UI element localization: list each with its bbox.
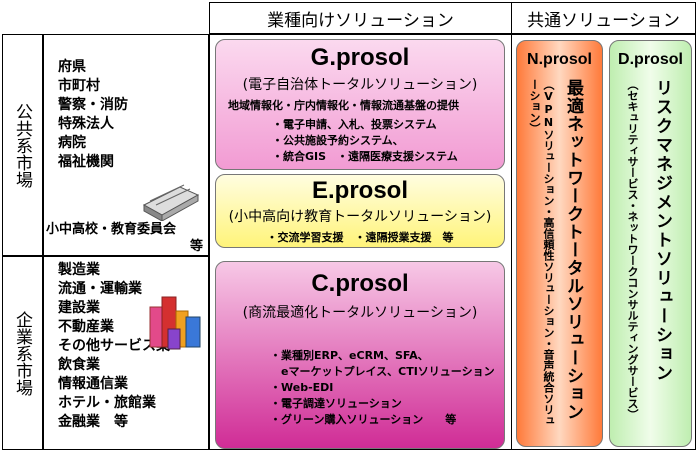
e-prosol-card: E.prosol (小中高向け教育トータルソリューション) ・交流学習支援 ・遠…: [215, 174, 505, 248]
c-prosol-bullet: ・業種別ERP、eCRM、SFA、: [270, 349, 429, 362]
g-prosol-line: 地域情報化・庁内情報化・情報流通基盤の提供: [228, 99, 459, 112]
c-prosol-name: C.prosol: [311, 270, 409, 297]
public-item: 警察・消防: [58, 97, 128, 113]
public-item-last: 小中高校・教育委員会: [46, 222, 177, 237]
header-industry-label: 業種向けソリューション: [267, 10, 454, 31]
public-items: 府県 市町村 警察・消防 特殊法人 病院 福祉機関: [58, 58, 128, 172]
enterprise-items: 製造業 流通・運輸業 建設業 不動産業 その他サービス業 飲食業 情報通信業 ホ…: [58, 261, 170, 432]
c-prosol-card: C.prosol (商流最適化トータルソリューション) ・業種別ERP、eCRM…: [215, 261, 505, 449]
public-market-label: 公共系市場: [12, 102, 32, 188]
g-prosol-subtitle: (電子自治体トータルソリューション): [242, 77, 478, 93]
enterprise-item: 不動産業: [58, 319, 114, 335]
c-prosol-bullet: ・電子調達ソリューション: [270, 397, 402, 410]
e-prosol-subtitle: (小中高向け教育トータルソリューション): [228, 209, 492, 225]
public-item: 福祉機関: [58, 154, 114, 170]
c-prosol-subtitle: (商流最適化トータルソリューション): [242, 305, 478, 321]
enterprise-item: 金融業 等: [58, 414, 128, 430]
public-item: 病院: [58, 135, 86, 151]
header-industry-solutions: 業種向けソリューション: [209, 2, 512, 34]
e-prosol-name: E.prosol: [311, 177, 408, 204]
n-prosol-name: N.prosol: [527, 51, 592, 68]
g-prosol-bullet: ・統合GIS ・遠隔医療支援システム: [272, 150, 458, 163]
enterprise-item: 流通・運輸業: [58, 281, 142, 297]
g-prosol-bullet: ・電子申請、入札、投票システム: [272, 118, 437, 131]
c-prosol-bullet: ・Web-EDI: [270, 381, 334, 394]
g-prosol-card: G.prosol (電子自治体トータルソリューション) 地域情報化・庁内情報化・…: [215, 39, 505, 170]
public-item-suffix: 等: [190, 239, 204, 254]
enterprise-market-label-cell: 企業系市場: [2, 256, 43, 450]
d-prosol-card: D.prosol リスクマネジメントソリューション （セキュリティサービス・ネッ…: [609, 40, 692, 447]
enterprise-item: 建設業: [58, 300, 100, 316]
public-item: 特殊法人: [58, 116, 114, 132]
enterprise-item: 情報通信業: [58, 376, 128, 392]
enterprise-item: ホテル・旅館業: [58, 395, 156, 411]
header-common-label: 共通ソリューション: [527, 10, 680, 31]
common-solutions-area: [511, 34, 696, 450]
public-item: 府県: [58, 59, 86, 75]
d-prosol-main: リスクマネジメントソリューション: [652, 79, 672, 383]
enterprise-market-label: 企業系市場: [12, 310, 32, 396]
enterprise-item: 飲食業: [58, 357, 100, 373]
d-prosol-sub: （セキュリティサービス・ネットワークコンサルティングサービス）: [626, 79, 639, 420]
n-prosol-card: N.prosol 最適ネットワークトータルソリューション （VPNソリューション…: [516, 40, 603, 447]
n-prosol-main: 最適ネットワークトータルソリューション: [563, 79, 583, 421]
building-illustration: [142, 184, 200, 221]
g-prosol-bullets: ・電子申請、入札、投票システム ・公共施設予約システム、 ・統合GIS ・遠隔医…: [216, 117, 504, 165]
g-prosol-bullet: ・公共施設予約システム、: [272, 134, 404, 147]
header-common-solutions: 共通ソリューション: [511, 2, 696, 34]
c-prosol-bullets: ・業種別ERP、eCRM、SFA、 eマーケットプレイス、CTIソリューション …: [216, 348, 504, 428]
enterprise-item: 製造業: [58, 262, 100, 278]
public-market-label-cell: 公共系市場: [2, 34, 43, 256]
public-item: 市町村: [58, 78, 100, 94]
c-prosol-bullet: ・グリーン購入ソリューション 等: [270, 413, 457, 426]
e-prosol-line: ・交流学習支援 ・遠隔授業支援 等: [266, 231, 454, 244]
n-prosol-sub: （VPNソリューション・高信頼性ソリューション・音声統合ソリューション）: [528, 79, 555, 426]
d-prosol-name: D.prosol: [618, 51, 683, 68]
public-market-list: 府県 市町村 警察・消防 特殊法人 病院 福祉機関 小中高校・教育委員会 等: [43, 34, 209, 256]
enterprise-market-list: 製造業 流通・運輸業 建設業 不動産業 その他サービス業 飲食業 情報通信業 ホ…: [43, 256, 209, 450]
c-prosol-bullet: eマーケットプレイス、CTIソリューション: [270, 365, 495, 378]
g-prosol-name: G.prosol: [310, 44, 410, 71]
office-buildings-illustration: [149, 296, 201, 350]
enterprise-item: その他サービス業: [58, 338, 170, 354]
